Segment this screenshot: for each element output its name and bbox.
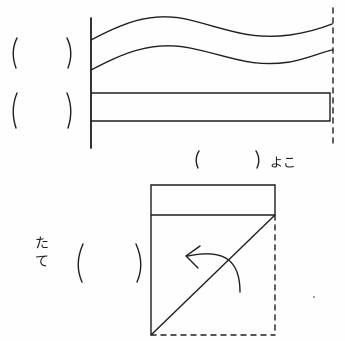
answer-blank-yoko-open-paren bbox=[195, 150, 200, 169]
wavy-strip-bottom-edge bbox=[90, 45, 333, 71]
tate-label-char-1: た bbox=[35, 236, 49, 252]
square-sheet bbox=[150, 184, 276, 336]
fold-diagonal bbox=[150, 214, 276, 336]
fold-arrow-curve bbox=[187, 253, 241, 293]
answer-blank-wavy-strip-close-paren bbox=[66, 37, 72, 69]
answer-blank-straight-strip bbox=[12, 92, 72, 129]
tate-label: た て bbox=[35, 236, 53, 270]
answer-blank-tate-open-paren bbox=[77, 243, 84, 283]
answer-blank-tate-close-paren bbox=[135, 243, 142, 283]
straight-strip bbox=[90, 92, 331, 122]
tate-label-char-2: て bbox=[35, 254, 49, 270]
answer-blank-yoko: よこ bbox=[195, 150, 296, 171]
wavy-strip-top-edge bbox=[90, 16, 333, 41]
answer-blank-straight-strip-close-paren bbox=[66, 92, 72, 129]
answer-blank-tate: た て bbox=[35, 236, 142, 283]
wavy-strip bbox=[90, 16, 333, 71]
answer-blank-wavy-strip bbox=[12, 37, 72, 69]
speck bbox=[313, 296, 315, 298]
answer-blank-straight-strip-open-paren bbox=[12, 92, 18, 129]
answer-blank-yoko-close-paren bbox=[255, 150, 260, 169]
fold-arrow-icon bbox=[185, 245, 241, 293]
answer-blank-wavy-strip-open-paren bbox=[12, 37, 18, 69]
fold-arrow-head bbox=[185, 245, 201, 269]
yoko-label: よこ bbox=[270, 156, 296, 171]
